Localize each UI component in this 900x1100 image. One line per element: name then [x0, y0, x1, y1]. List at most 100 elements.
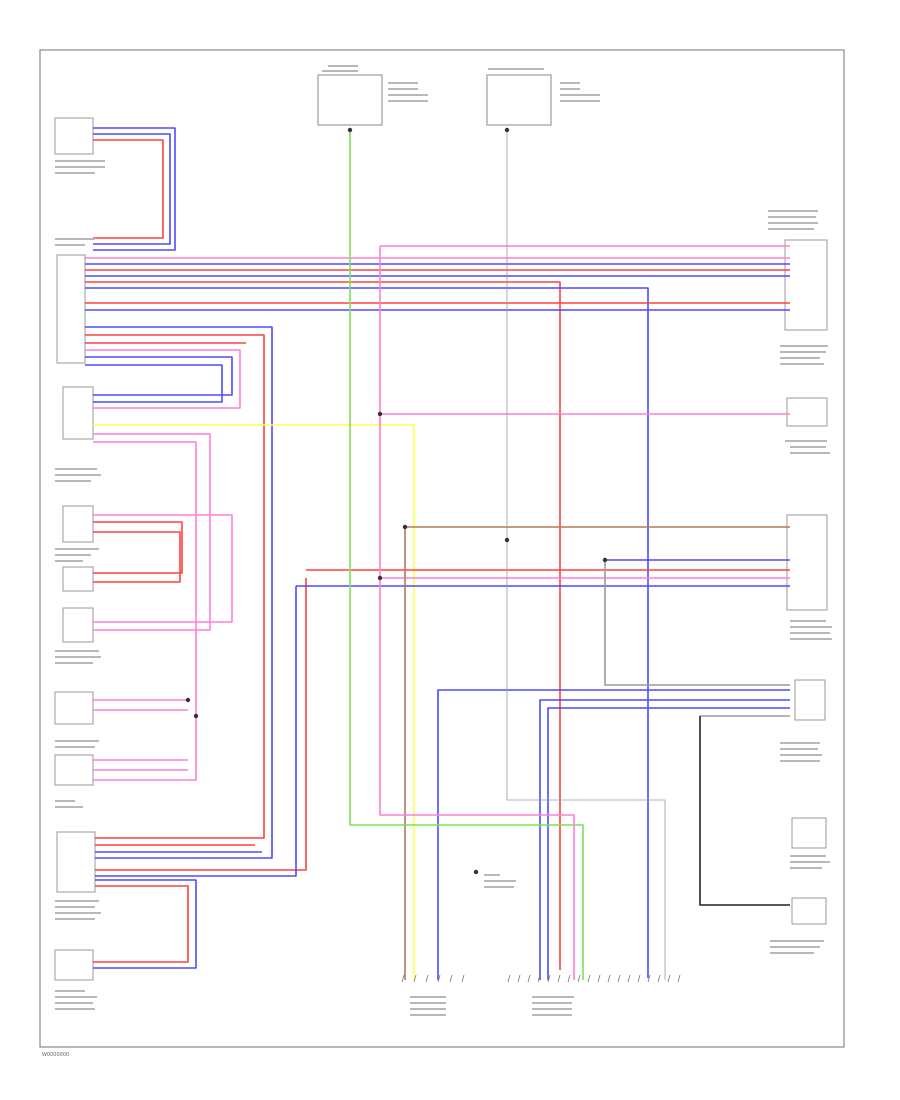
- component-left-9: [54, 949, 94, 981]
- illegible-label-mark: [55, 800, 75, 802]
- wire-red-loop-3: [93, 531, 181, 583]
- connector-block-left: [56, 254, 86, 364]
- illegible-label-mark: [560, 94, 600, 96]
- connector-pin-mark: [517, 974, 521, 983]
- wire-red-top-loop: [93, 139, 164, 239]
- illegible-label-mark: [410, 1014, 446, 1016]
- connector-pin-mark: [547, 974, 551, 983]
- wire-red-bottom-loop: [93, 885, 189, 963]
- component-left-8: [56, 831, 96, 893]
- connector-pin-mark: [527, 974, 531, 983]
- illegible-label-mark: [55, 1008, 95, 1010]
- illegible-label-mark: [768, 222, 818, 224]
- illegible-label-mark: [768, 210, 818, 212]
- illegible-label-mark: [488, 68, 544, 70]
- illegible-label-mark: [780, 345, 828, 347]
- connector-pin-mark: [401, 974, 405, 983]
- illegible-label-mark: [55, 238, 95, 240]
- illegible-label-mark: [780, 742, 820, 744]
- wire-blue-top-loop: [93, 133, 171, 245]
- illegible-label-mark: [55, 468, 97, 470]
- illegible-label-mark: [768, 216, 816, 218]
- splice-dot: [504, 537, 510, 543]
- connector-pin-mark: [637, 974, 641, 983]
- illegible-label-mark: [55, 906, 95, 908]
- connector-pin-mark: [657, 974, 661, 983]
- illegible-label-mark: [790, 452, 830, 454]
- connector-pin-mark: [617, 974, 621, 983]
- connector-pin-mark: [587, 974, 591, 983]
- wire-red-long-left-1: [85, 334, 265, 839]
- component-right-4: [794, 679, 826, 721]
- illegible-label-mark: [55, 990, 85, 992]
- illegible-label-mark: [790, 446, 826, 448]
- connector-pin-mark: [627, 974, 631, 983]
- component-right-6: [791, 897, 827, 925]
- footer-code: W0000000: [42, 1052, 69, 1058]
- wire-gray-long-right: [506, 130, 666, 980]
- illegible-label-mark: [790, 855, 826, 857]
- splice-dot: [402, 524, 408, 530]
- illegible-label-mark: [388, 100, 428, 102]
- illegible-label-mark: [55, 560, 83, 562]
- connector-pin-mark: [647, 974, 651, 983]
- illegible-label-mark: [560, 100, 600, 102]
- component-left-2: [62, 386, 94, 440]
- connector-pin-mark: [557, 974, 561, 983]
- connector-pin-mark: [413, 974, 417, 983]
- wire-blue-bottom-loop: [93, 879, 197, 969]
- connector-pin-mark: [607, 974, 611, 983]
- illegible-label-mark: [55, 1002, 93, 1004]
- splice-dot: [193, 713, 199, 719]
- component-left-7: [54, 754, 94, 786]
- illegible-label-mark: [484, 874, 500, 876]
- wire-blue-right-3: [437, 689, 790, 980]
- wire-black-right: [699, 716, 790, 906]
- wire-blue-right-5: [547, 707, 790, 980]
- illegible-label-mark: [770, 940, 824, 942]
- splice-dot: [377, 575, 383, 581]
- connector-pin-mark: [461, 974, 465, 983]
- wire-pink-left-vert-1: [93, 433, 211, 631]
- wire-blue-long-2: [95, 586, 297, 877]
- illegible-label-mark: [560, 88, 580, 90]
- illegible-label-mark: [328, 65, 358, 67]
- splice-dot: [602, 557, 608, 563]
- wire-red-long-2: [95, 578, 307, 871]
- wire-blue-right-4: [539, 699, 790, 980]
- splice-dot: [504, 127, 510, 133]
- illegible-label-mark: [410, 1008, 446, 1010]
- illegible-label-mark: [484, 880, 516, 882]
- illegible-label-mark: [388, 82, 418, 84]
- illegible-label-mark: [55, 166, 105, 168]
- illegible-label-mark: [785, 440, 827, 442]
- illegible-label-mark: [790, 620, 826, 622]
- component-left-4: [62, 566, 94, 592]
- illegible-label-mark: [780, 351, 826, 353]
- fuse-box-left: [317, 74, 383, 126]
- wire-blue-loop-2: [85, 364, 223, 403]
- illegible-label-mark: [55, 806, 83, 808]
- splice-group: [185, 127, 608, 875]
- illegible-label-mark: [780, 760, 820, 762]
- connector-pin-mark: [449, 974, 453, 983]
- illegible-label-mark: [55, 746, 95, 748]
- illegible-label-mark: [790, 861, 830, 863]
- illegible-label-mark: [770, 946, 820, 948]
- wire-blue-loop-1: [85, 356, 233, 396]
- illegible-label-mark: [55, 160, 105, 162]
- connector-pin-mark: [537, 974, 541, 983]
- illegible-label-mark: [790, 626, 832, 628]
- wire-yellow-long: [93, 424, 415, 980]
- wire-pink-long-right: [379, 246, 575, 980]
- illegible-label-mark: [410, 1002, 446, 1004]
- illegible-label-mark: [780, 357, 820, 359]
- illegible-label-mark: [532, 996, 574, 998]
- splice-dot: [185, 697, 191, 703]
- connector-pin-mark: [567, 974, 571, 983]
- wire-pink-loop-1: [85, 349, 241, 409]
- component-right-2: [786, 397, 828, 427]
- illegible-label-mark: [790, 867, 822, 869]
- illegible-label-mark: [55, 900, 99, 902]
